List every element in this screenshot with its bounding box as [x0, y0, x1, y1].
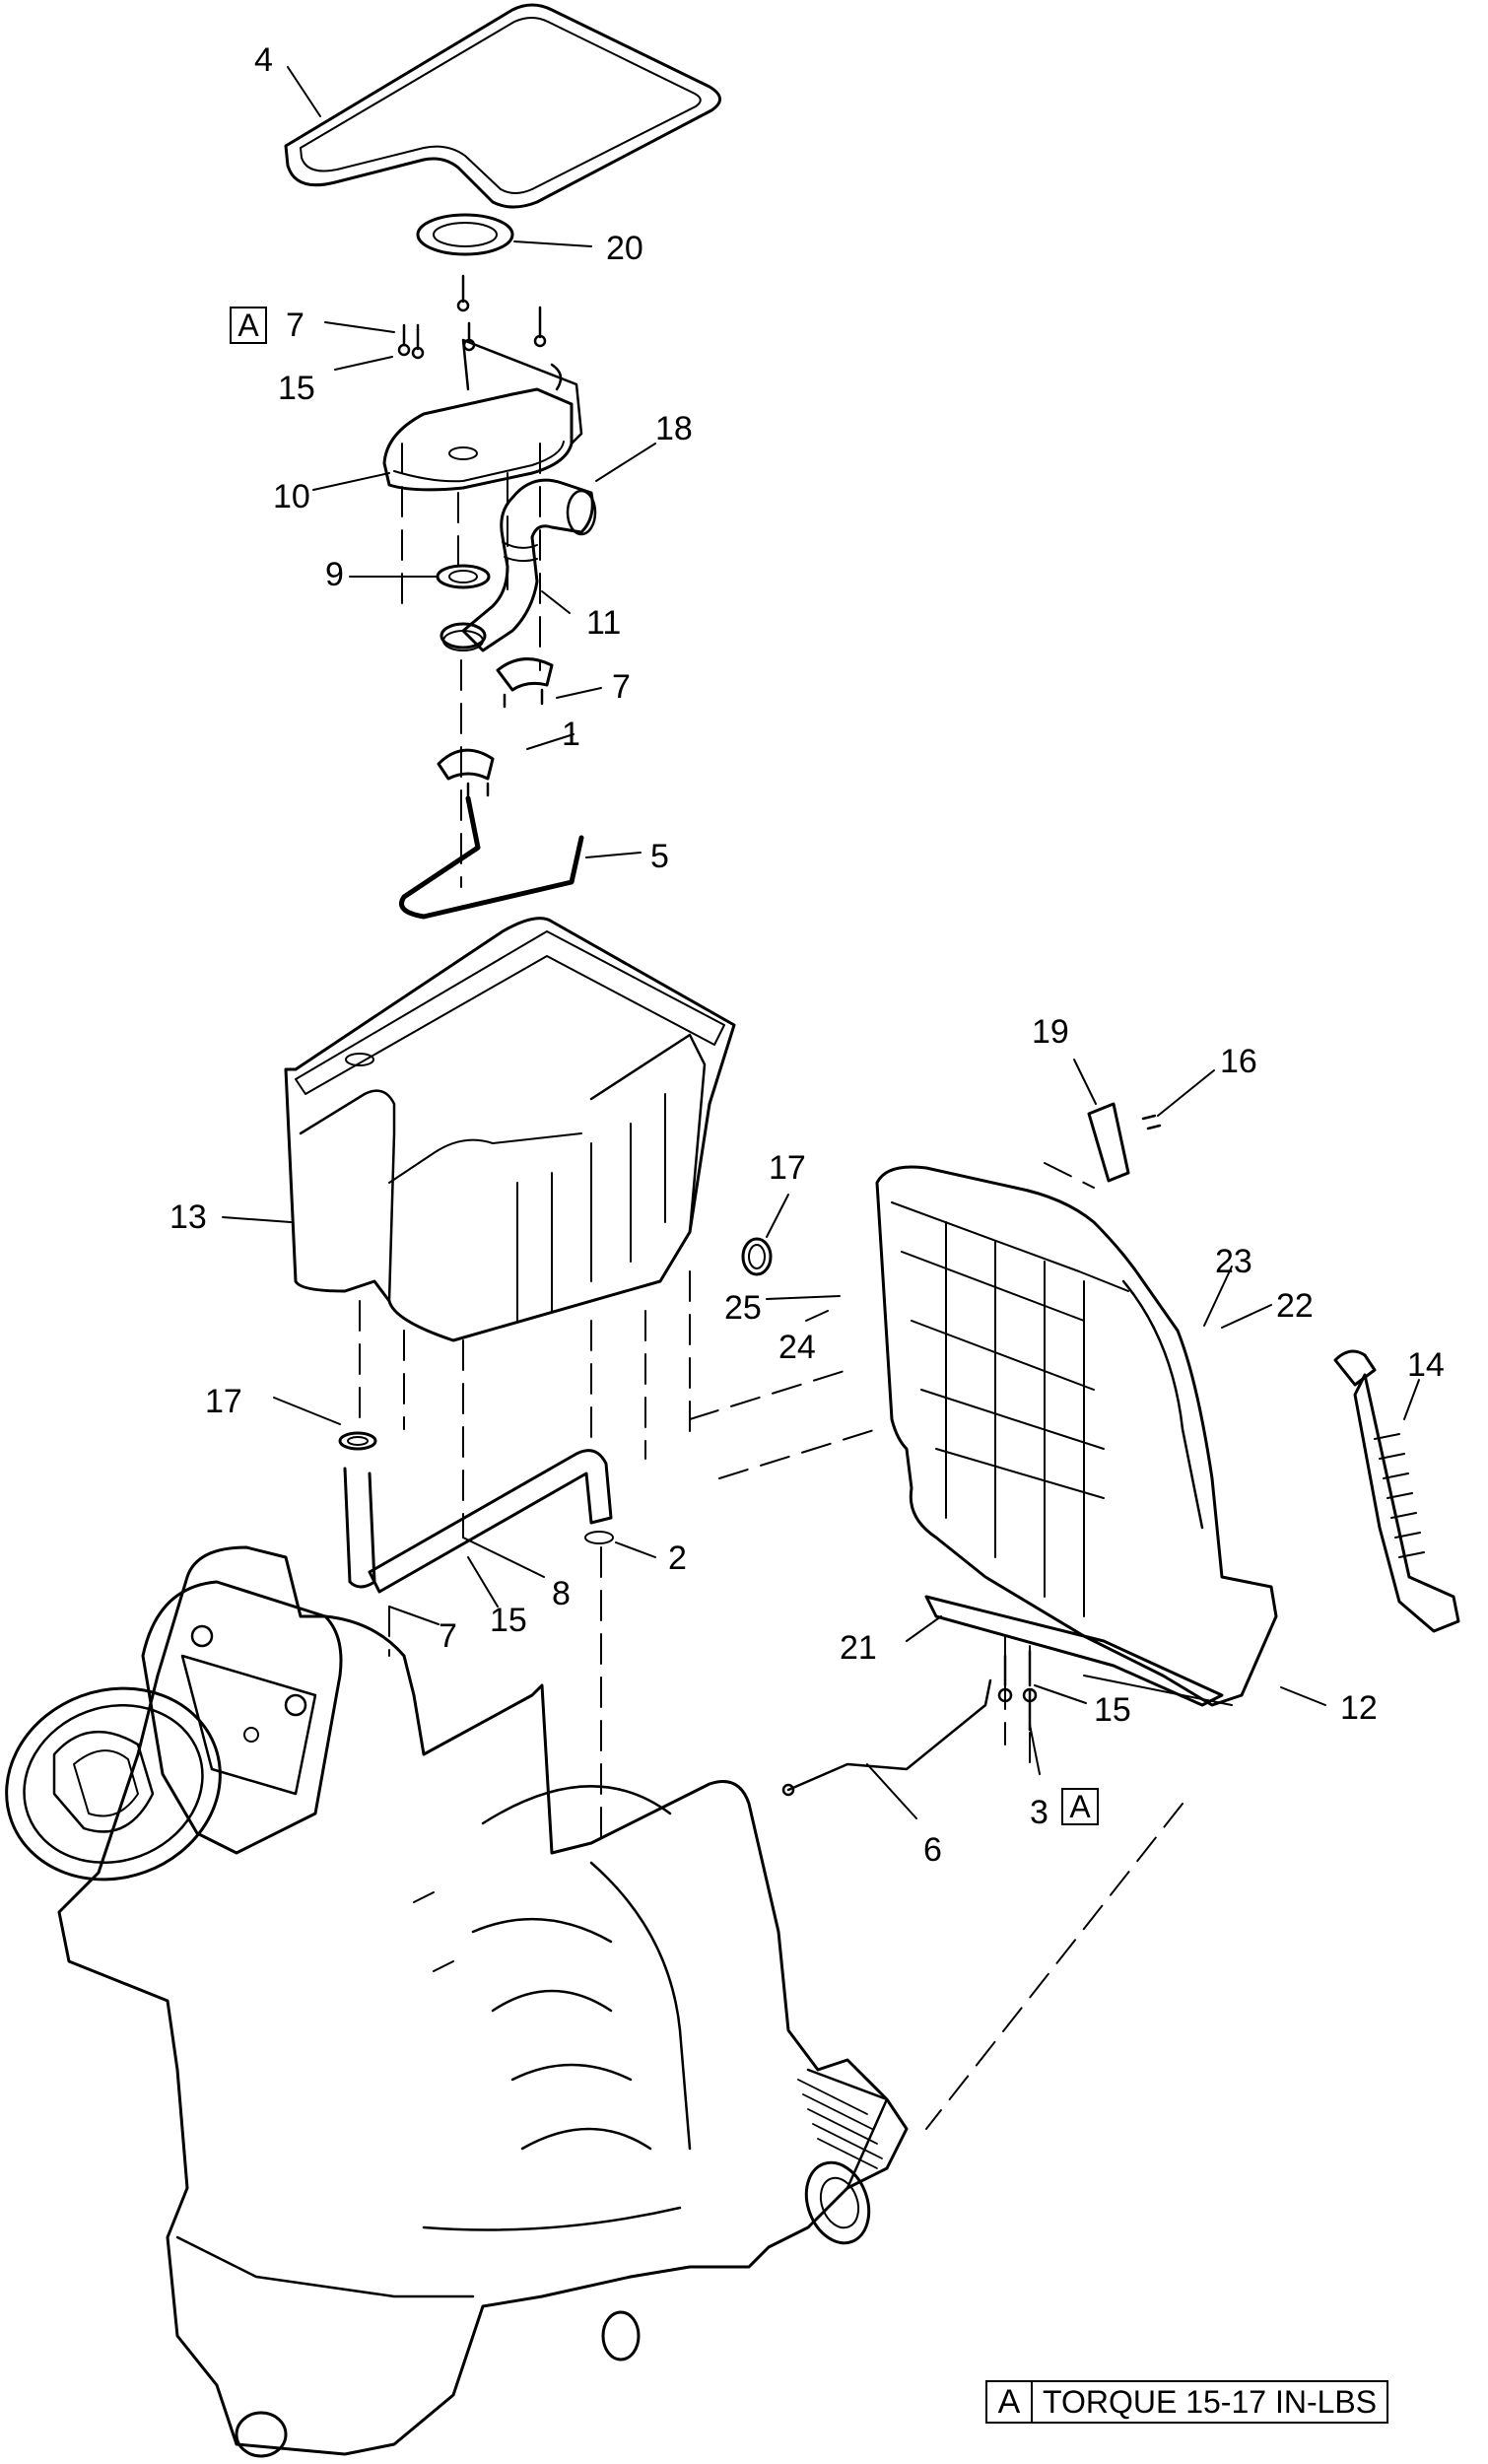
callout-16: 16 — [1220, 1043, 1257, 1080]
callout-2: 2 — [668, 1540, 687, 1577]
callout-7: 7 — [439, 1617, 457, 1655]
steering-console — [141, 1580, 343, 1855]
callout-21: 21 — [840, 1629, 877, 1667]
pipe-part-2 — [338, 1431, 614, 1594]
callout-15: 15 — [1094, 1691, 1131, 1729]
callout-9: 9 — [325, 556, 344, 593]
dashed-center-lines — [359, 443, 1184, 2130]
callout-17: 17 — [205, 1383, 242, 1420]
callout-17: 17 — [769, 1149, 806, 1187]
bolts-part-3 — [997, 1649, 1038, 1732]
wheels — [235, 2160, 871, 2458]
callout-3: 3 — [1030, 1794, 1048, 1831]
callout-6: 6 — [923, 1831, 942, 1869]
callout-19: 19 — [1032, 1013, 1069, 1051]
callout-24: 24 — [778, 1329, 816, 1366]
leader-lines — [222, 66, 1420, 1819]
steering-wheel — [5, 1686, 222, 1882]
legend-key: A — [987, 2382, 1033, 2422]
screws-part-7 — [397, 274, 547, 360]
clamp-part-1 — [437, 657, 554, 797]
callout-14: 14 — [1407, 1346, 1445, 1384]
cable-part-6 — [781, 1678, 992, 1797]
recovery-tank-part-13 — [284, 917, 736, 1342]
callout-23: 23 — [1215, 1243, 1252, 1280]
torque-legend: A TORQUE 15-17 IN-LBS — [985, 2380, 1389, 2424]
callout-15: 15 — [278, 370, 315, 407]
callout-5: 5 — [650, 838, 669, 875]
torque-marker-box: A — [230, 307, 267, 344]
callout-7: 7 — [612, 668, 631, 706]
callout-22: 22 — [1276, 1287, 1314, 1325]
seal-part-17 — [741, 1237, 773, 1276]
callout-15: 15 — [490, 1602, 527, 1639]
wire-part-5 — [399, 795, 584, 920]
grommet-part-9 — [436, 564, 491, 651]
elbow-hose-part-11 — [461, 478, 597, 652]
shroud-part-12 — [875, 1165, 1278, 1707]
callout-1: 1 — [562, 716, 580, 753]
callout-18: 18 — [655, 410, 693, 447]
machine-body — [57, 1545, 909, 2456]
callout-25: 25 — [724, 1289, 762, 1327]
callout-10: 10 — [273, 478, 310, 515]
callout-7: 7 — [286, 307, 304, 344]
callout-20: 20 — [606, 230, 643, 267]
callout-13: 13 — [169, 1198, 207, 1236]
callout-11: 11 — [586, 604, 622, 642]
gasket-part-4 — [284, 3, 721, 209]
hose-part-14 — [1333, 1349, 1460, 1633]
lid-tray-part-10 — [382, 338, 583, 492]
torque-marker-box: A — [1061, 1788, 1099, 1825]
callout-4: 4 — [254, 41, 273, 79]
bracket-part-19 — [1087, 1102, 1162, 1183]
callout-12: 12 — [1340, 1689, 1378, 1727]
callout-8: 8 — [552, 1575, 571, 1612]
legend-text: TORQUE 15-17 IN-LBS — [1043, 2384, 1378, 2420]
ring-part-20 — [416, 213, 514, 256]
plate-part-21 — [924, 1595, 1224, 1707]
